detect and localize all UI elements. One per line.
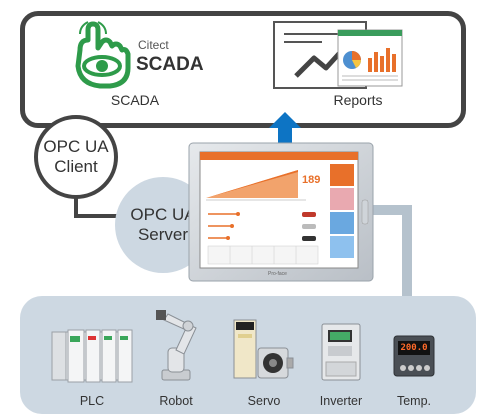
temperature-controller-icon [393,335,435,377]
robot-arm-icon [156,310,197,381]
scada-label: SCADA [110,92,160,108]
opc-ua-client-badge: OPC UA Client [34,115,118,199]
opc-server-line1: OPC UA [130,205,196,224]
device-label-robot: Robot [159,394,193,408]
scada-logo-line1: Citect [138,38,169,52]
opc-client-line1: OPC UA [43,137,109,156]
plc-icon [51,329,133,383]
inverter-icon [321,323,361,381]
citect-scada-hand-eye-icon [75,21,131,89]
client-server-connector [74,198,78,218]
reports-graphic [273,21,403,89]
hmi-touch-panel [188,142,374,282]
opc-server-line2: Server [137,225,189,244]
opc-client-line2: Client [54,157,98,176]
temp-display-value: 200.0 [400,343,428,353]
hmi-device-connector-vertical [402,205,412,300]
client-server-connector-horizontal [74,214,118,218]
device-label-temp: Temp. [396,394,432,408]
hmi-screen-value: 189 [302,174,321,186]
up-arrow-icon [269,112,301,148]
scada-logo-line2: SCADA [136,54,204,75]
hmi-brand: Pro-face [268,271,287,277]
device-label-inverter: Inverter [319,394,363,408]
device-label-plc: PLC [79,394,105,408]
servo-drive-icon [233,319,294,379]
hmi-device-connector [370,205,410,215]
device-label-servo: Servo [247,394,281,408]
reports-label: Reports [333,92,383,108]
